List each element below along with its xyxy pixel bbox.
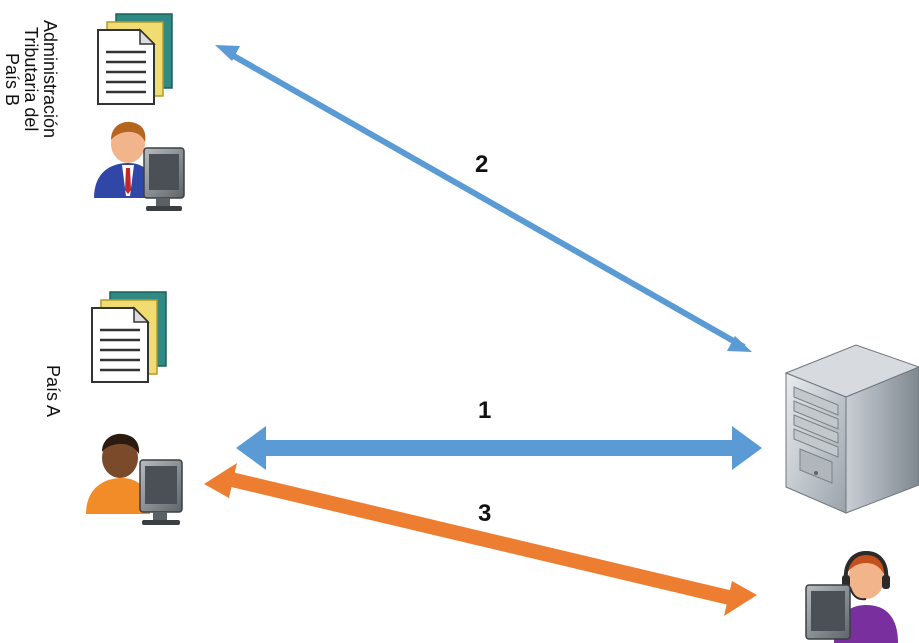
- arrow-3: [204, 463, 757, 616]
- documents-icon-country-a: [91, 291, 167, 383]
- label-country-b-tax-administration: Administración Tributaria del País B: [2, 20, 60, 139]
- arrow-2-number: 2: [475, 151, 488, 178]
- documents-icon: [97, 13, 173, 105]
- arrow-2: [215, 45, 752, 352]
- arrow-1: [236, 426, 762, 470]
- arrow-1-number: 1: [478, 397, 491, 424]
- call-center-operator-icon: [805, 550, 898, 643]
- taxpayer-icon: [86, 433, 183, 525]
- label-country-a: País A: [43, 365, 63, 418]
- tax-official-icon: [94, 121, 185, 211]
- server-icon: [784, 344, 919, 514]
- arrow-3-number: 3: [478, 500, 491, 527]
